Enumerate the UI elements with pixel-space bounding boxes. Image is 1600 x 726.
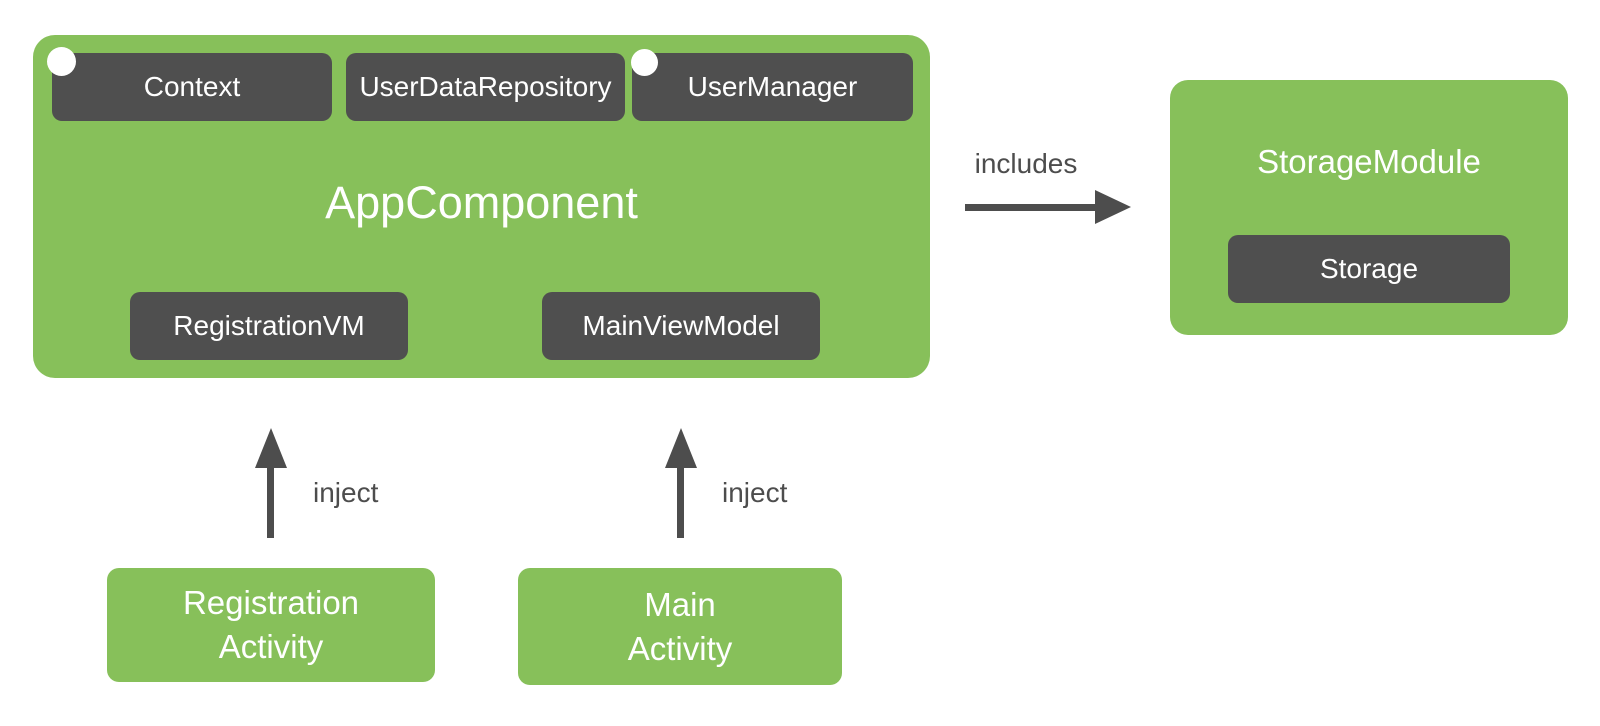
registration-inject-label: inject [313, 477, 379, 508]
context-label: Context [143, 71, 241, 102]
main-activity-line1: Main [644, 585, 716, 623]
storage-module-box: StorageModule Storage [1170, 80, 1568, 335]
user-data-repository-label: UserDataRepository [359, 71, 612, 102]
user-manager-label: UserManager [687, 71, 858, 102]
main-inject-label: inject [722, 477, 788, 508]
app-component-box: Context UserDataRepository UserManager A… [33, 35, 930, 378]
app-component-title: AppComponent [325, 177, 638, 228]
registration-activity-line2: Activity [218, 628, 324, 665]
context-scope-dot-icon [47, 47, 76, 76]
context-provision-box: Context [52, 53, 332, 121]
main-view-model-label: MainViewModel [582, 310, 780, 341]
storage-provision-box: Storage [1228, 235, 1510, 303]
includes-arrow-label: includes [974, 148, 1078, 179]
registration-vm-box: RegistrationVM [130, 292, 408, 360]
includes-arrow-shaft [965, 204, 1095, 211]
user-manager-provision-box: UserManager [632, 53, 913, 121]
main-inject-arrow-head-icon [665, 428, 697, 468]
registration-activity-box: Registration Activity [107, 568, 435, 682]
main-activity-line2: Activity [627, 629, 733, 667]
storage-label: Storage [1319, 253, 1419, 284]
registration-activity-line1: Registration [182, 584, 360, 621]
registration-inject-arrow-head-icon [255, 428, 287, 468]
main-inject-arrow-shaft [677, 466, 684, 538]
main-view-model-box: MainViewModel [542, 292, 820, 360]
includes-arrow-head-icon [1095, 190, 1131, 224]
registration-vm-label: RegistrationVM [173, 310, 365, 341]
user-data-repository-provision-box: UserDataRepository [346, 53, 625, 121]
registration-inject-arrow-shaft [267, 466, 274, 538]
user-manager-scope-dot-icon [631, 49, 658, 76]
storage-module-title: StorageModule [1257, 143, 1481, 180]
main-activity-box: Main Activity [518, 568, 842, 685]
